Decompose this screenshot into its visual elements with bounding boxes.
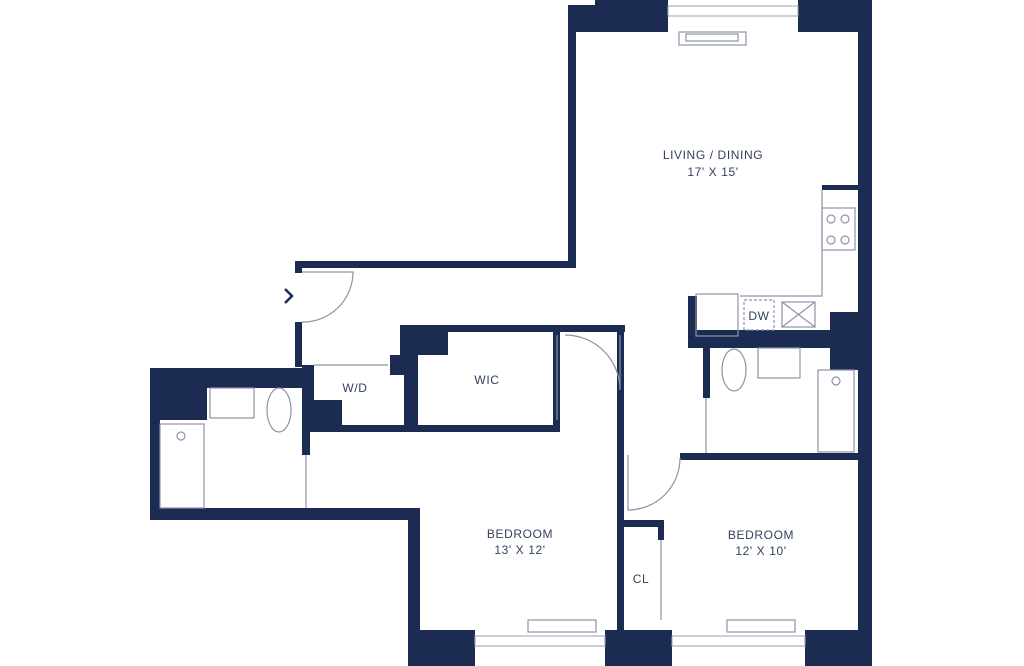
walls [150, 0, 872, 666]
living-dining-size: 17' X 15' [687, 165, 738, 179]
wic-label: WIC [474, 373, 499, 387]
entry-chevron-icon [284, 288, 294, 304]
stove [821, 207, 856, 251]
wd-label: W/D [342, 381, 367, 395]
bedroom1-size: 13' X 12' [494, 543, 545, 557]
kitchen-sink [781, 301, 816, 328]
refrigerator [695, 293, 739, 337]
dishwasher-label: DW [748, 309, 769, 323]
bedroom2-label: BEDROOM [728, 528, 794, 542]
bedroom2-size: 12' X 10' [735, 544, 786, 558]
dishwasher [743, 299, 775, 331]
fixtures [159, 31, 856, 633]
living-dining-label: LIVING / DINING [663, 148, 763, 162]
closet-label: CL [633, 572, 650, 586]
windows [474, 5, 806, 647]
bedroom1-label: BEDROOM [487, 527, 553, 541]
